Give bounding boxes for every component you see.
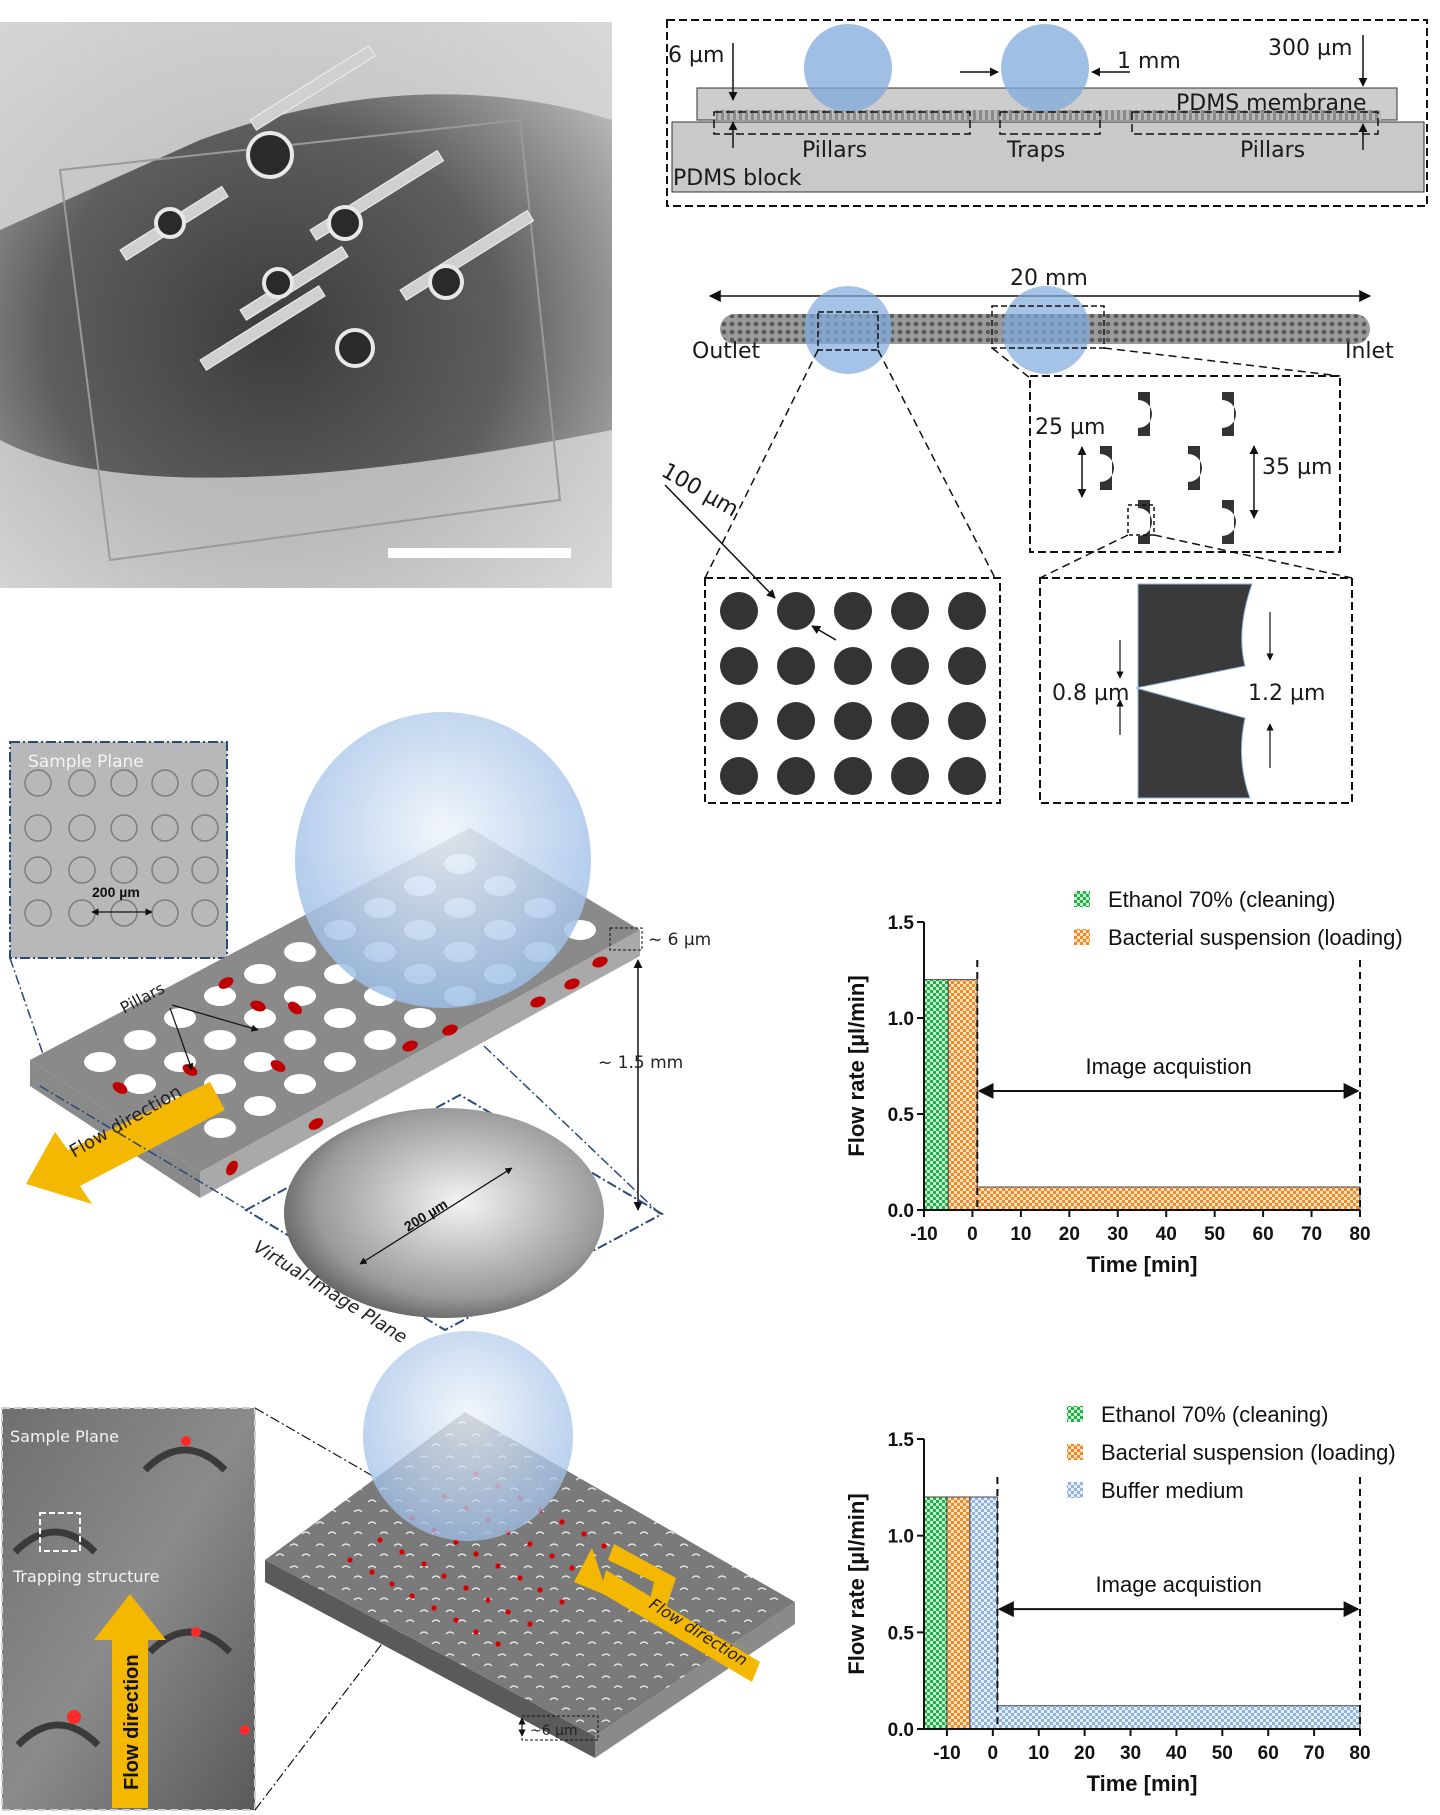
flow-arrow-right — [608, 1544, 758, 1654]
gap-small-label: 0.8 µm — [1052, 681, 1129, 706]
legend-label-2-2: Buffer medium — [1101, 1478, 1244, 1503]
inlet-label: Inlet — [1345, 339, 1394, 364]
x-tick-label-2-0: -10 — [933, 1743, 960, 1764]
cross-section-panel: 6 µm 1 mm 300 µm PDMS membrane Pillars T… — [666, 19, 1428, 207]
flow-direction-label-2: Flow direction — [121, 1654, 143, 1790]
x-tick-label-2-9: 80 — [1349, 1743, 1370, 1764]
flow-arrow-vertical — [94, 1594, 166, 1808]
legend-label-1-0: Ethanol 70% (cleaning) — [1108, 887, 1335, 912]
pillars-right-label: Pillars — [1240, 138, 1305, 163]
x-tick-label-2-1: 0 — [988, 1743, 999, 1764]
x-tick-label-2-5: 40 — [1166, 1743, 1187, 1764]
x-tick-label-1-7: 60 — [1253, 1224, 1274, 1245]
gap-large-label: 1.2 µm — [1248, 681, 1325, 706]
trap-3d-panel: Sample Plane Trapping structure Flow dir… — [1, 1331, 795, 1811]
y-tick-label-2-1: 0.5 — [888, 1623, 915, 1644]
x-axis-label-1: Time [min] — [1087, 1252, 1198, 1277]
legend-swatch-1-0 — [1074, 891, 1090, 907]
legend-swatch-2-1 — [1067, 1444, 1083, 1460]
trap-slab-side — [265, 1560, 595, 1758]
lens-trap — [363, 1331, 573, 1541]
bacteria — [112, 956, 608, 1176]
pillar-row — [716, 110, 1381, 120]
sample-plane-inset — [9, 741, 228, 959]
x-axis-label-2: Time [min] — [1087, 1771, 1198, 1796]
x-tick-label-1-4: 30 — [1107, 1224, 1128, 1245]
inset-dim-label: 200 µm — [92, 884, 140, 900]
trapping-structure-label: Trapping structure — [12, 1567, 160, 1586]
x-tick-label-1-9: 80 — [1349, 1224, 1370, 1245]
x-tick-label-1-2: 10 — [1010, 1224, 1031, 1245]
acq-label-2: Image acquistion — [1096, 1572, 1262, 1597]
x-tick-label-2-8: 70 — [1304, 1743, 1325, 1764]
lens-left — [804, 24, 892, 112]
x-tick-label-1-0: -10 — [910, 1224, 937, 1245]
y-tick-label-2-2: 1.0 — [888, 1527, 914, 1548]
x-tick-label-2-6: 50 — [1212, 1743, 1233, 1764]
series-1-1-area — [947, 979, 1361, 1211]
y-tick-label-1-2: 1.0 — [888, 1009, 914, 1030]
trap-shapes — [1100, 392, 1236, 544]
y-tick-label-1-1: 0.5 — [888, 1105, 915, 1126]
x-tick-label-2-7: 60 — [1258, 1743, 1279, 1764]
trap-thickness-label: ~6 µm — [530, 1723, 578, 1739]
focal-distance-label: ~ 1.5 mm — [598, 1053, 683, 1073]
trap-sample-plane-label: Sample Plane — [10, 1427, 119, 1446]
device-photo — [0, 22, 612, 588]
flow-arrow-left — [26, 1082, 225, 1204]
legend-label-2-0: Ethanol 70% (cleaning) — [1101, 1402, 1328, 1427]
legend-swatch-2-0 — [1067, 1406, 1083, 1422]
y-tick-label-2-0: 0.0 — [888, 1720, 914, 1741]
trap-vertical-label: 25 µm — [1035, 415, 1105, 440]
trap-zoom — [1029, 375, 1341, 553]
y-axis-label-2: Flow rate [µl/min] — [844, 1493, 869, 1674]
pillar-zoom — [704, 577, 1001, 804]
x-tick-label-2-2: 10 — [1028, 1743, 1049, 1764]
pdms-block-label: PDMS block — [673, 166, 802, 191]
series-2-1-area — [946, 1496, 971, 1730]
lens-right — [1001, 24, 1089, 112]
acq-label-1: Image acquistion — [1085, 1054, 1251, 1079]
gap-shape — [1135, 583, 1253, 799]
x-tick-label-1-5: 40 — [1156, 1224, 1177, 1245]
series-1-0-area — [923, 979, 949, 1211]
pillar-3d-panel: Sample Plane 200 µm — [9, 712, 711, 1348]
traps-label: Traps — [1006, 138, 1065, 163]
outlet-label: Outlet — [692, 339, 761, 364]
y-tick-label-2-3: 1.5 — [888, 1430, 915, 1451]
legend-label-2-1: Bacterial suspension (loading) — [1101, 1440, 1396, 1465]
lens-size-label: 1 mm — [1117, 49, 1181, 74]
scale-bar — [388, 548, 571, 558]
x-tick-label-1-1: 0 — [967, 1224, 978, 1245]
gap-zoom — [1039, 577, 1353, 804]
lens-large — [295, 712, 591, 1008]
top-view-panel: 20 mm Outlet Inlet 100 µm — [657, 266, 1394, 804]
pillars-left-label: Pillars — [802, 138, 867, 163]
x-tick-label-1-3: 20 — [1059, 1224, 1080, 1245]
device-ports — [154, 131, 464, 368]
x-tick-label-2-3: 20 — [1074, 1743, 1095, 1764]
y-tick-label-1-3: 1.5 — [888, 913, 915, 934]
legend-label-1-1: Bacterial suspension (loading) — [1108, 925, 1403, 950]
pillar-grid — [720, 592, 986, 795]
trap-spacing-label: 35 µm — [1262, 455, 1332, 480]
y-axis-label-1: Flow rate [µl/min] — [844, 975, 869, 1156]
x-tick-label-2-4: 30 — [1120, 1743, 1141, 1764]
legend-swatch-2-2 — [1067, 1482, 1083, 1498]
x-tick-label-1-8: 70 — [1301, 1224, 1322, 1245]
y-tick-label-1-0: 0.0 — [888, 1201, 914, 1222]
membrane-thickness-label: 6 µm — [668, 43, 724, 68]
series-2-0-area — [923, 1496, 948, 1730]
channel-height-label: 300 µm — [1268, 36, 1352, 61]
legend-swatch-1-1 — [1074, 929, 1090, 945]
series-2-2-area — [969, 1496, 1361, 1730]
x-tick-label-1-6: 50 — [1204, 1224, 1225, 1245]
sample-plane-label: Sample Plane — [28, 752, 144, 772]
thickness-label: ~ 6 µm — [648, 930, 711, 950]
